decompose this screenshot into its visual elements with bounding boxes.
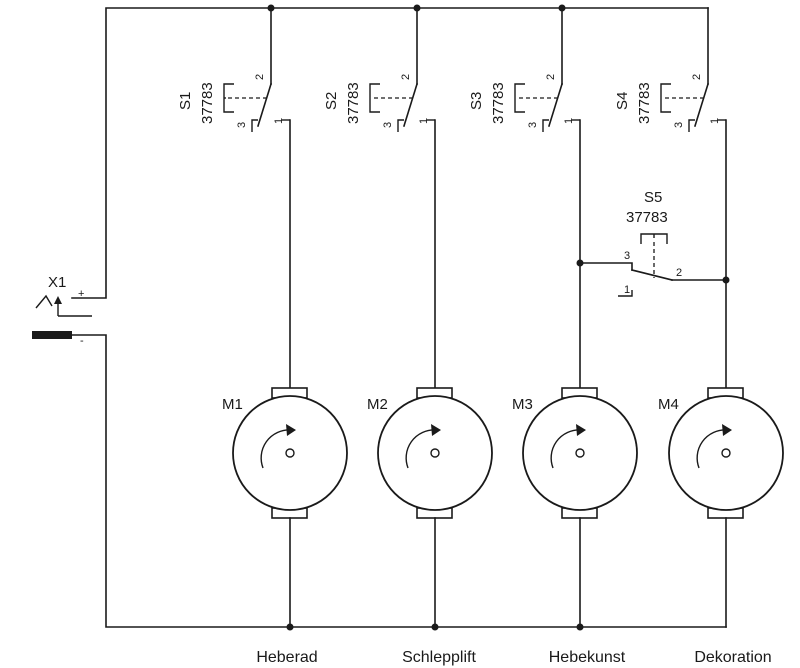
- power-supply-x1: X1 + -: [32, 274, 92, 347]
- switch-s4: S4 37783 2 3 1: [614, 7, 727, 389]
- pin-common: 2: [400, 74, 412, 80]
- rotation-arrow-icon: [696, 429, 727, 469]
- positive-rail: [71, 7, 709, 299]
- pin-no: 1: [709, 118, 721, 124]
- x1-terminal-minus-icon: [32, 331, 72, 339]
- motor-caption: Schlepplift: [402, 649, 476, 666]
- motor-caption: Dekoration: [694, 649, 771, 666]
- pin-nc: 3: [527, 122, 539, 128]
- pin-nc: 3: [382, 122, 394, 128]
- switch-name: S5: [644, 189, 662, 206]
- switch-s1: S1 37783 2 3 1: [177, 7, 291, 389]
- motor-m1: M1 Heberad: [222, 387, 348, 666]
- switch-name: S1: [177, 92, 194, 110]
- motor-caption: Hebekunst: [549, 649, 626, 666]
- pin-common: 2: [545, 74, 557, 80]
- x1-terminal-plus-icon: [35, 294, 53, 309]
- junction-dot: [576, 259, 584, 267]
- motor-m3: M3 Hebekunst: [512, 387, 638, 666]
- switch-name: S2: [323, 92, 340, 110]
- switch-name: S4: [614, 92, 631, 110]
- switch-s5: S5 37783 3 2 1: [579, 189, 727, 297]
- switch-name: S3: [468, 92, 485, 110]
- switch-part: 37783: [636, 82, 653, 124]
- switch-s3: S3 37783 2 3 1: [468, 7, 581, 389]
- pushbutton-icon: [514, 83, 525, 113]
- rotation-arrow-icon: [550, 429, 581, 469]
- pin-nc: 3: [236, 122, 248, 128]
- negative-rail: [71, 334, 727, 628]
- switch-part: 37783: [345, 82, 362, 124]
- x1-plus-label: +: [78, 288, 84, 300]
- switch-blade: [547, 82, 564, 128]
- motor-name: M3: [512, 396, 533, 413]
- supply-wiring: [71, 7, 727, 628]
- x1-arrow-icon: [54, 296, 62, 304]
- pushbutton-icon: [369, 83, 380, 113]
- motor-m2: M2 Schlepplift: [367, 387, 493, 666]
- motor-caption: Heberad: [256, 649, 317, 666]
- switch-s2: S2 37783 2 3 1: [323, 7, 436, 389]
- pin-no: 1: [418, 118, 430, 124]
- switch-part: 37783: [626, 209, 668, 226]
- junction-dot: [722, 276, 730, 284]
- pin-no: 1: [563, 118, 575, 124]
- pushbutton-icon: [660, 83, 671, 113]
- rotation-arrow-icon: [260, 429, 291, 469]
- x1-minus-label: -: [80, 335, 84, 347]
- rotation-arrow-icon: [405, 429, 436, 469]
- switch-blade: [693, 82, 710, 128]
- pin-common: 2: [254, 74, 266, 80]
- pin-nc: 3: [624, 250, 630, 262]
- switch-part: 37783: [490, 82, 507, 124]
- switch-part: 37783: [199, 82, 216, 124]
- motor-name: M1: [222, 396, 243, 413]
- switch-blade: [631, 269, 673, 281]
- pin-no: 1: [273, 118, 285, 124]
- pin-nc: 3: [673, 122, 685, 128]
- switch-blade: [256, 82, 273, 128]
- pin-no: 1: [624, 284, 630, 296]
- motor-name: M2: [367, 396, 388, 413]
- motor-name: M4: [658, 396, 679, 413]
- switch-blade: [402, 82, 419, 128]
- pin-common: 2: [691, 74, 703, 80]
- x1-label: X1: [48, 274, 66, 291]
- pin-common: 2: [676, 267, 682, 279]
- motor-m4: M4 Dekoration: [658, 387, 784, 666]
